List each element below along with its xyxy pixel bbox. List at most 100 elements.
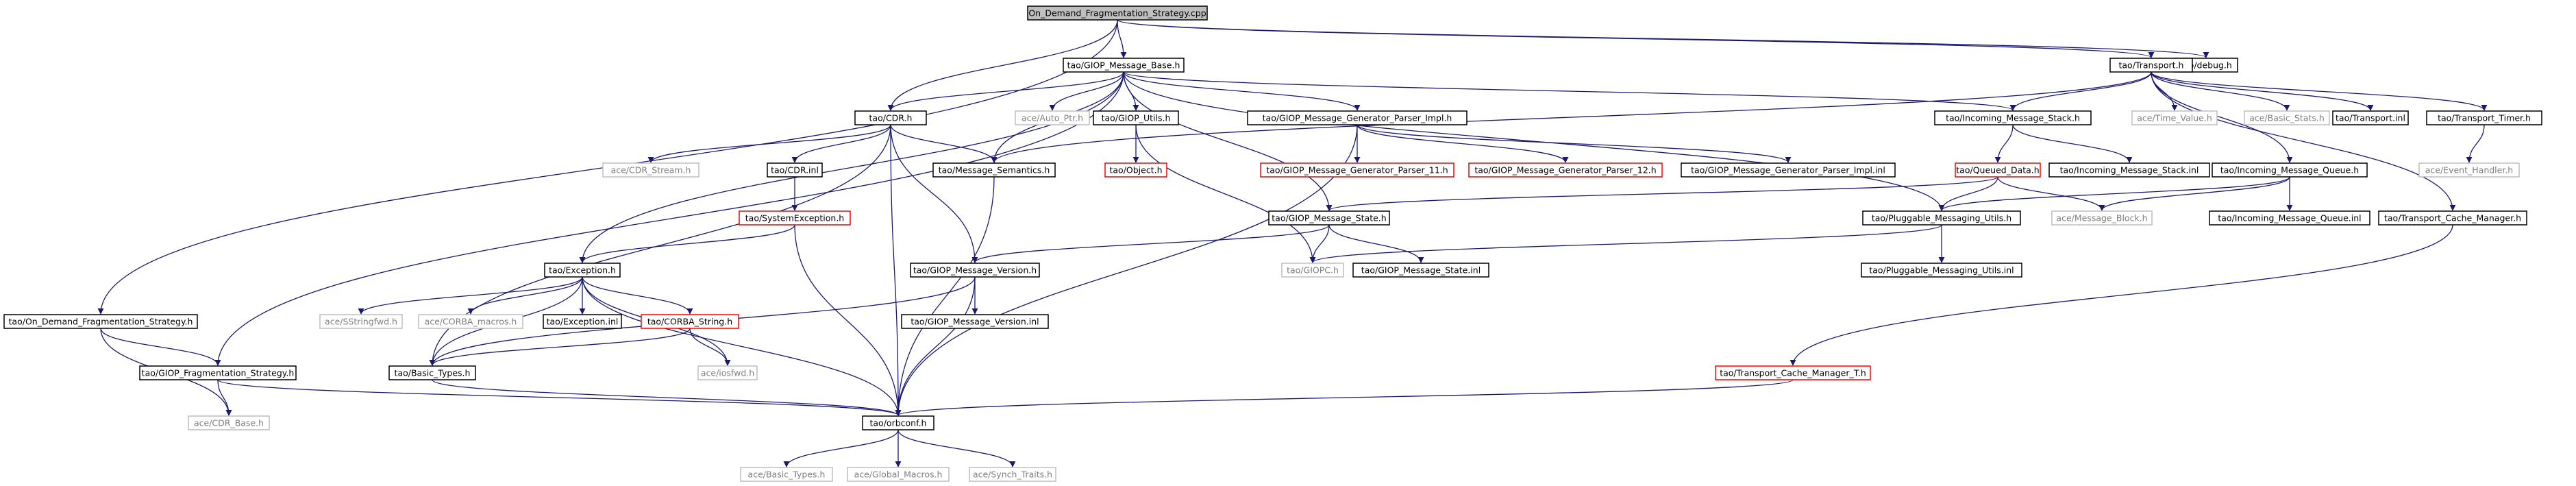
edge-exception-to-orbconf <box>582 276 902 416</box>
edge-gmb-to-exception <box>579 71 1124 263</box>
edge-gms-to-gmv <box>971 224 1330 263</box>
graph-node[interactable]: tao/Incoming_Message_Queue.h <box>2212 162 2368 178</box>
node-label: ace/CDR_Base.h <box>194 418 264 428</box>
node-label: ace/iosfwd.h <box>701 368 754 378</box>
node-box <box>1861 263 2022 278</box>
node-box <box>739 210 851 226</box>
edge-cdr-to-cdr_inl <box>791 124 891 163</box>
graph-node: ace/Auto_Ptr.h <box>1015 110 1090 125</box>
node-label: tao/CDR.inl <box>771 165 819 175</box>
edge-sysexc-to-exception <box>579 224 795 263</box>
node-label: tao/GIOP_Message_Version.h <box>913 265 1037 276</box>
node-box <box>910 263 1040 278</box>
graph-node: ace/SStringfwd.h <box>319 314 403 329</box>
node-label: tao/Message_Semantics.h <box>939 165 1050 175</box>
edge-transport-to-imq <box>2151 71 2293 163</box>
graph-node: ace/Message_Block.h <box>2051 210 2153 226</box>
graph-node[interactable]: tao/Incoming_Message_Stack.inl <box>2048 162 2210 178</box>
node-label: ace/Basic_Types.h <box>748 470 826 480</box>
node-box <box>767 162 823 178</box>
graph-node: ace/Basic_Stats.h <box>2244 110 2330 125</box>
edge-transport-to-ims <box>2009 71 2152 111</box>
node-label: tao/Exception.h <box>549 265 616 276</box>
node-box <box>418 314 523 329</box>
edge-root-to-debug <box>1117 19 2209 58</box>
edge-gfs-to-orbconf <box>217 379 902 416</box>
edge-orbconf-to-ace_basic_types <box>783 429 899 467</box>
edge-transport-to-transport_inl <box>2151 71 2374 111</box>
node-label: ace/Event_Handler.h <box>2425 165 2513 175</box>
graph-node: ace/CDR_Stream.h <box>602 162 699 178</box>
graph-node[interactable]: tao/GIOP_Fragmentation_Strategy.h <box>139 365 297 380</box>
node-label: tao/Pluggable_Messaging_Utils.inl <box>1869 265 2014 276</box>
node-label: tao/Pluggable_Messaging_Utils.h <box>1872 213 2011 223</box>
graph-node[interactable]: tao/Transport_Cache_Manager_T.h <box>1715 365 1871 380</box>
node-label: tao/Incoming_Message_Queue.inl <box>2218 213 2361 223</box>
edge-cdr-to-gmv <box>890 124 978 263</box>
edge-msgsem-to-orbconf <box>895 176 995 416</box>
graph-node[interactable]: tao/Basic_Types.h <box>388 365 476 380</box>
graph-node[interactable]: tao/Object.h <box>1104 162 1167 178</box>
graph-node: tao/GIOPC.h <box>1281 263 1344 278</box>
node-label: tao/CORBA_String.h <box>647 317 732 327</box>
graph-node[interactable]: tao/GIOP_Message_Generator_Parser_12.h <box>1468 162 1663 178</box>
node-label: tao/Incoming_Message_Stack.inl <box>2060 165 2199 175</box>
graph-node[interactable]: tao/Transport_Timer.h <box>2426 110 2542 125</box>
node-label: ace/CORBA_macros.h <box>425 317 517 327</box>
edge-sysexc-to-orbconf <box>794 224 902 416</box>
edge-queued-to-pmu <box>1938 176 1998 211</box>
graph-node[interactable]: tao/Exception.h <box>544 263 621 278</box>
graph-node[interactable]: tao/Transport.h <box>2109 58 2193 73</box>
graph-node[interactable]: tao/CORBA_String.h <box>641 314 739 329</box>
graph-node[interactable]: tao/GIOP_Message_Generator_Parser_Impl.i… <box>1681 162 1896 178</box>
node-box <box>1955 162 2041 178</box>
edge-imq-to-pmu <box>1938 176 2290 211</box>
graph-node[interactable]: tao/GIOP_Message_Generator_Parser_11.h <box>1260 162 1454 178</box>
graph-node[interactable]: tao/GIOP_Utils.h <box>1093 110 1179 125</box>
graph-node[interactable]: On_Demand_Fragmentation_Strategy.cpp <box>1027 5 1208 21</box>
graph-node[interactable]: tao/orbconf.h <box>862 415 934 430</box>
graph-node[interactable]: tao/Queued_Data.h <box>1955 162 2041 178</box>
graph-node[interactable]: tao/CDR.h <box>854 110 927 125</box>
graph-node[interactable]: tao/Transport_Cache_Manager.h <box>2378 210 2527 226</box>
node-box <box>697 365 758 380</box>
node-label: tao/Transport.inl <box>2336 113 2405 123</box>
graph-node[interactable]: tao/GIOP_Message_Base.h <box>1063 58 1185 73</box>
graph-node[interactable]: tao/GIOP_Message_State.inl <box>1352 263 1489 278</box>
graph-node[interactable]: tao/GIOP_Message_State.h <box>1268 210 1390 226</box>
node-box <box>847 467 950 482</box>
node-label: ace/SStringfwd.h <box>325 317 397 327</box>
node-label: ace/Synch_Traits.h <box>973 470 1052 480</box>
graph-node[interactable]: tao/Pluggable_Messaging_Utils.inl <box>1861 263 2022 278</box>
edge-cdr-to-orbconf <box>890 124 902 416</box>
graph-node: ace/CDR_Base.h <box>188 415 270 430</box>
graph-node[interactable]: tao/Pluggable_Messaging_Utils.h <box>1862 210 2021 226</box>
graph-node[interactable]: tao/Exception.inl <box>543 314 622 329</box>
graph-node[interactable]: tao/CDR.inl <box>767 162 823 178</box>
graph-node[interactable]: tao/GIOP_Message_Version.h <box>910 263 1040 278</box>
node-box <box>3 314 198 329</box>
graph-node[interactable]: tao/Incoming_Message_Queue.inl <box>2209 210 2370 226</box>
graph-node[interactable]: tao/Incoming_Message_Stack.h <box>1934 110 2092 125</box>
node-label: tao/orbconf.h <box>870 418 927 428</box>
edge-root-to-cdr <box>887 19 1118 111</box>
edge-transport_timer-to-event_handler <box>2466 124 2485 163</box>
node-label: tao/Transport_Cache_Manager.h <box>2384 213 2521 223</box>
node-label: tao/Exception.inl <box>547 317 619 327</box>
node-box <box>543 314 622 329</box>
node-box <box>901 314 1049 329</box>
node-box <box>1093 110 1179 125</box>
graph-node[interactable]: tao/On_Demand_Fragmentation_Strategy.h <box>3 314 198 329</box>
nodes-layer: On_Demand_Fragmentation_Strategy.cpp tao/… <box>3 5 2542 482</box>
graph-node[interactable]: tao/Transport.inl <box>2332 110 2409 125</box>
node-box <box>2332 110 2409 125</box>
graph-node[interactable]: tao/GIOP_Message_Generator_Parser_Impl.h <box>1247 110 1467 125</box>
node-box <box>544 263 621 278</box>
graph-node[interactable]: tao/Message_Semantics.h <box>932 162 1056 178</box>
graph-node[interactable]: tao/GIOP_Message_Version.inl <box>901 314 1049 329</box>
graph-node[interactable]: tao/SystemException.h <box>739 210 851 226</box>
edge-gmb-to-autoptr <box>1049 71 1124 111</box>
node-box <box>2244 110 2330 125</box>
node-box <box>1268 210 1390 226</box>
node-label: tao/GIOPC.h <box>1287 265 1339 276</box>
